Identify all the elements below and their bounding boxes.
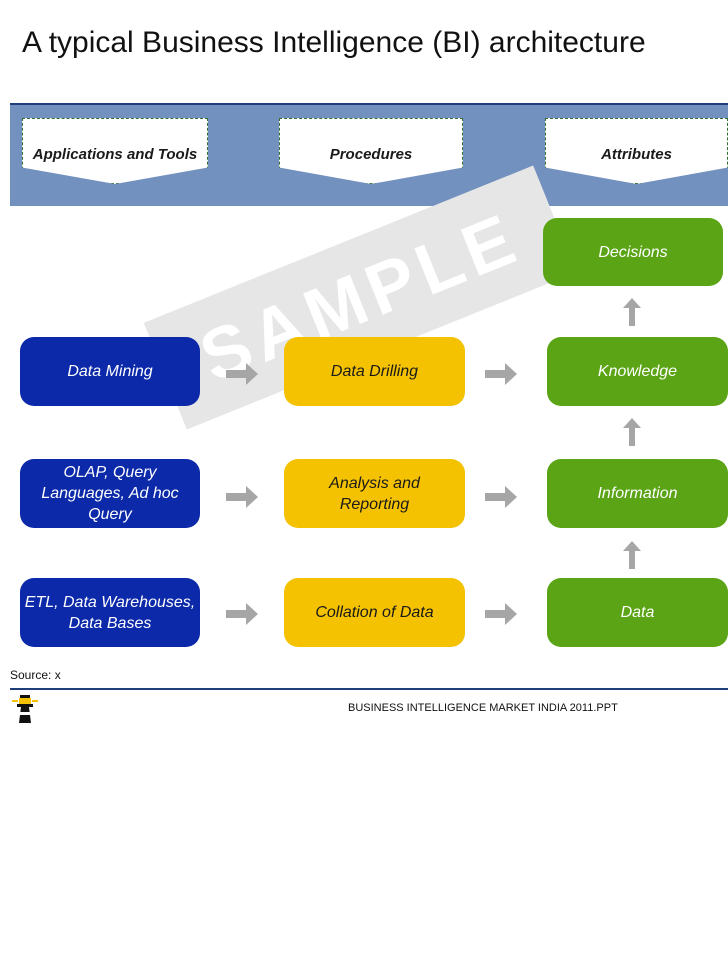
procedure-analysis-and-reporting: Analysis and Reporting	[284, 459, 465, 528]
arrow-right-icon	[485, 363, 517, 385]
attribute-knowledge: Knowledge	[547, 337, 728, 406]
arrow-right-icon	[226, 363, 258, 385]
arrow-up-icon	[623, 541, 641, 569]
source-note: Source: x	[10, 668, 61, 682]
arrow-right-icon	[226, 486, 258, 508]
header-attributes: Attributes	[545, 118, 728, 184]
procedure-data-drilling: Data Drilling	[284, 337, 465, 406]
attribute-decisions: Decisions	[543, 218, 723, 286]
arrow-right-icon	[226, 603, 258, 625]
procedure-collation-of-data: Collation of Data	[284, 578, 465, 647]
attribute-information: Information	[547, 459, 728, 528]
application-etl-data-warehouses: ETL, Data Warehouses, Data Bases	[20, 578, 200, 647]
page-title: A typical Business Intelligence (BI) arc…	[22, 26, 646, 59]
header-applications-and-tools: Applications and Tools	[22, 118, 208, 184]
attribute-data: Data	[547, 578, 728, 647]
arrow-right-icon	[485, 603, 517, 625]
application-olap-query: OLAP, Query Languages, Ad hoc Query	[20, 459, 200, 528]
footer-divider	[10, 688, 728, 690]
application-data-mining: Data Mining	[20, 337, 200, 406]
arrow-up-icon	[623, 298, 641, 326]
arrow-right-icon	[485, 486, 517, 508]
arrow-up-icon	[623, 418, 641, 446]
lighthouse-logo-icon	[12, 695, 38, 723]
footer-document-name: BUSINESS INTELLIGENCE MARKET INDIA 2011.…	[348, 702, 618, 714]
